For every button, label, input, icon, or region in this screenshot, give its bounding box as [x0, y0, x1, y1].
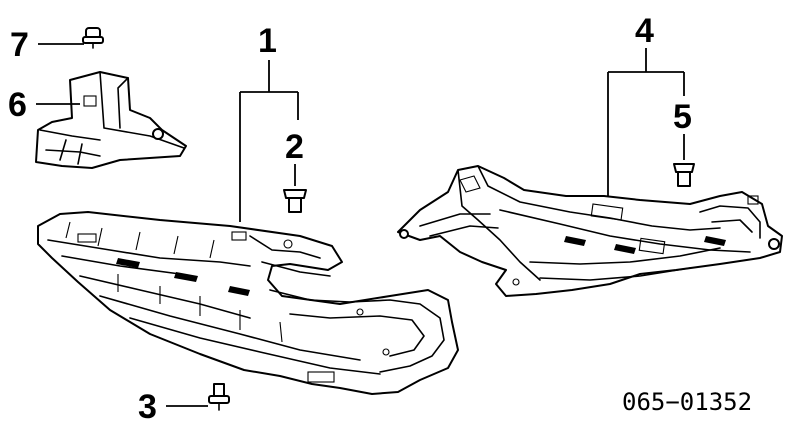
part-5-clip — [673, 163, 695, 187]
callout-7: 7 — [10, 26, 29, 64]
leader-1-bracket — [239, 60, 299, 222]
callout-5: 5 — [673, 98, 692, 136]
part-3-bolt — [208, 383, 230, 411]
callout-3: 3 — [138, 388, 157, 423]
part-7-clip — [82, 27, 104, 49]
callout-1: 1 — [258, 22, 277, 60]
part-2-clip — [283, 189, 307, 213]
callout-2: 2 — [285, 128, 304, 166]
part-6-side-shield — [35, 71, 187, 169]
part-1-engine-under-cover — [37, 211, 459, 395]
callout-6: 6 — [8, 86, 27, 124]
leader-4-bracket — [607, 48, 685, 196]
part-4-rear-under-cover — [397, 165, 783, 297]
diagram-code: 065−01352 — [622, 388, 752, 416]
callout-4: 4 — [635, 12, 654, 50]
